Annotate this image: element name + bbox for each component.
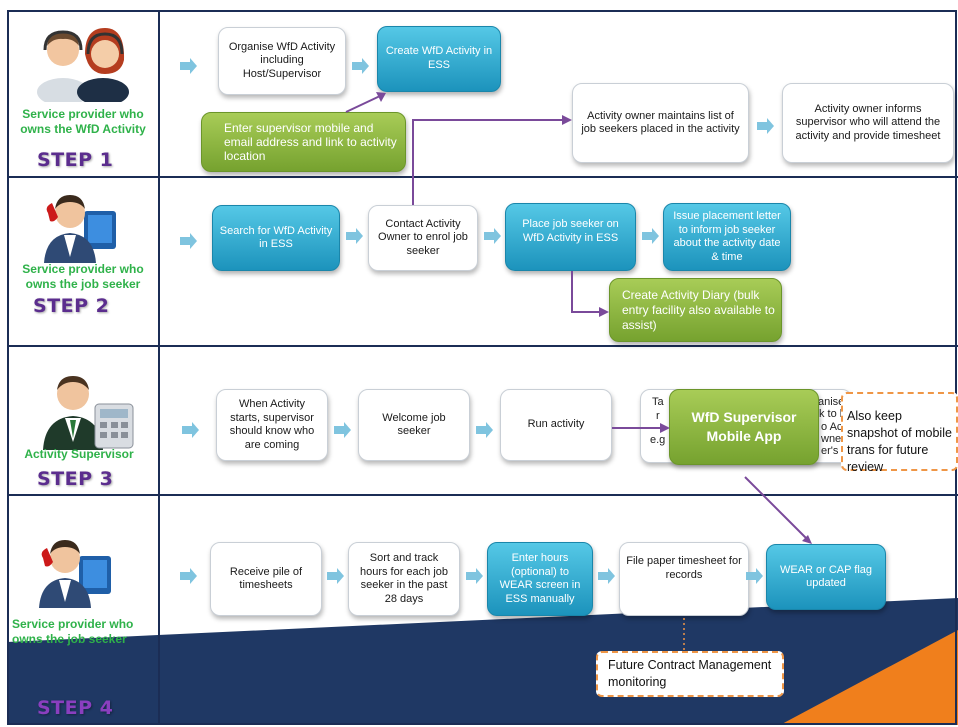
phone-agent-icon [39,540,111,608]
role-label-row3: Activity Supervisor [24,447,134,461]
when-activity-starts-box: When Activity starts, supervisor should … [216,389,328,461]
step-1-label: STEP 1 [37,149,114,171]
create-activity-diary-box: Create Activity Diary (bulk entry facili… [609,278,782,342]
file-paper-timesheet-box: File paper timesheet for records [619,542,749,616]
snapshot-note: Also keep snapshot of mobile trans for f… [841,392,958,474]
place-job-seeker-box: Place job seeker on WfD Activity in ESS [505,203,636,271]
receive-timesheets-box: Receive pile of timesheets [210,542,322,616]
lane-divider [158,10,160,725]
row-separator-2 [7,345,958,347]
owner-informs-supervisor-box: Activity owner informs supervisor who wi… [782,83,954,163]
swimlane-frame [7,10,957,725]
sort-track-hours-box: Sort and track hours for each job seeker… [348,542,460,616]
hidden-fragment: Ta [652,396,664,408]
supervisor-with-calculator-icon [43,376,134,450]
hidden-fragment: k to b [819,408,846,420]
role-label-row2: Service provider who owns the job seeker [22,262,144,291]
hidden-fragment: r [656,410,660,422]
enter-hours-box: Enter hours (optional) to WEAR screen in… [487,542,593,616]
owner-maintains-list-box: Activity owner maintains list of job see… [572,83,749,163]
welcome-job-seeker-box: Welcome job seeker [358,389,470,461]
hidden-fragment: o Act [821,421,846,433]
contact-owner-box: Contact Activity Owner to enrol job seek… [368,205,478,271]
issue-placement-letter-box: Issue placement letter to inform job see… [663,203,791,271]
create-activity-box: Create WfD Activity in ESS [377,26,501,92]
hidden-fragment: wner [821,433,845,445]
step-4-label: STEP 4 [37,697,114,719]
step-2-label: STEP 2 [33,295,110,317]
future-contract-monitoring-note: Future Contract Management monitoring [596,651,784,697]
row-separator-1 [7,176,958,178]
phone-agent-icon [44,195,116,263]
enter-supervisor-box: Enter supervisor mobile and email addres… [201,112,406,172]
hidden-fragment: anise [818,396,845,408]
step-3-label: STEP 3 [37,468,114,490]
wfd-supervisor-mobile-app-box: WfD Supervisor Mobile App [669,389,819,465]
role-label-row1: Service provider who owns the WfD Activi… [20,107,146,136]
call-center-people-icon [37,28,129,102]
row-separator-3 [7,494,958,496]
hidden-fragment: e.g [650,434,666,446]
wear-cap-flag-box: WEAR or CAP flag updated [766,544,886,610]
search-activity-box: Search for WfD Activity in ESS [212,205,340,271]
organise-activity-box: Organise WfD Activity including Host/Sup… [218,27,346,95]
run-activity-box: Run activity [500,389,612,461]
role-label-row4: Service provider who owns the job seeker [12,617,134,646]
